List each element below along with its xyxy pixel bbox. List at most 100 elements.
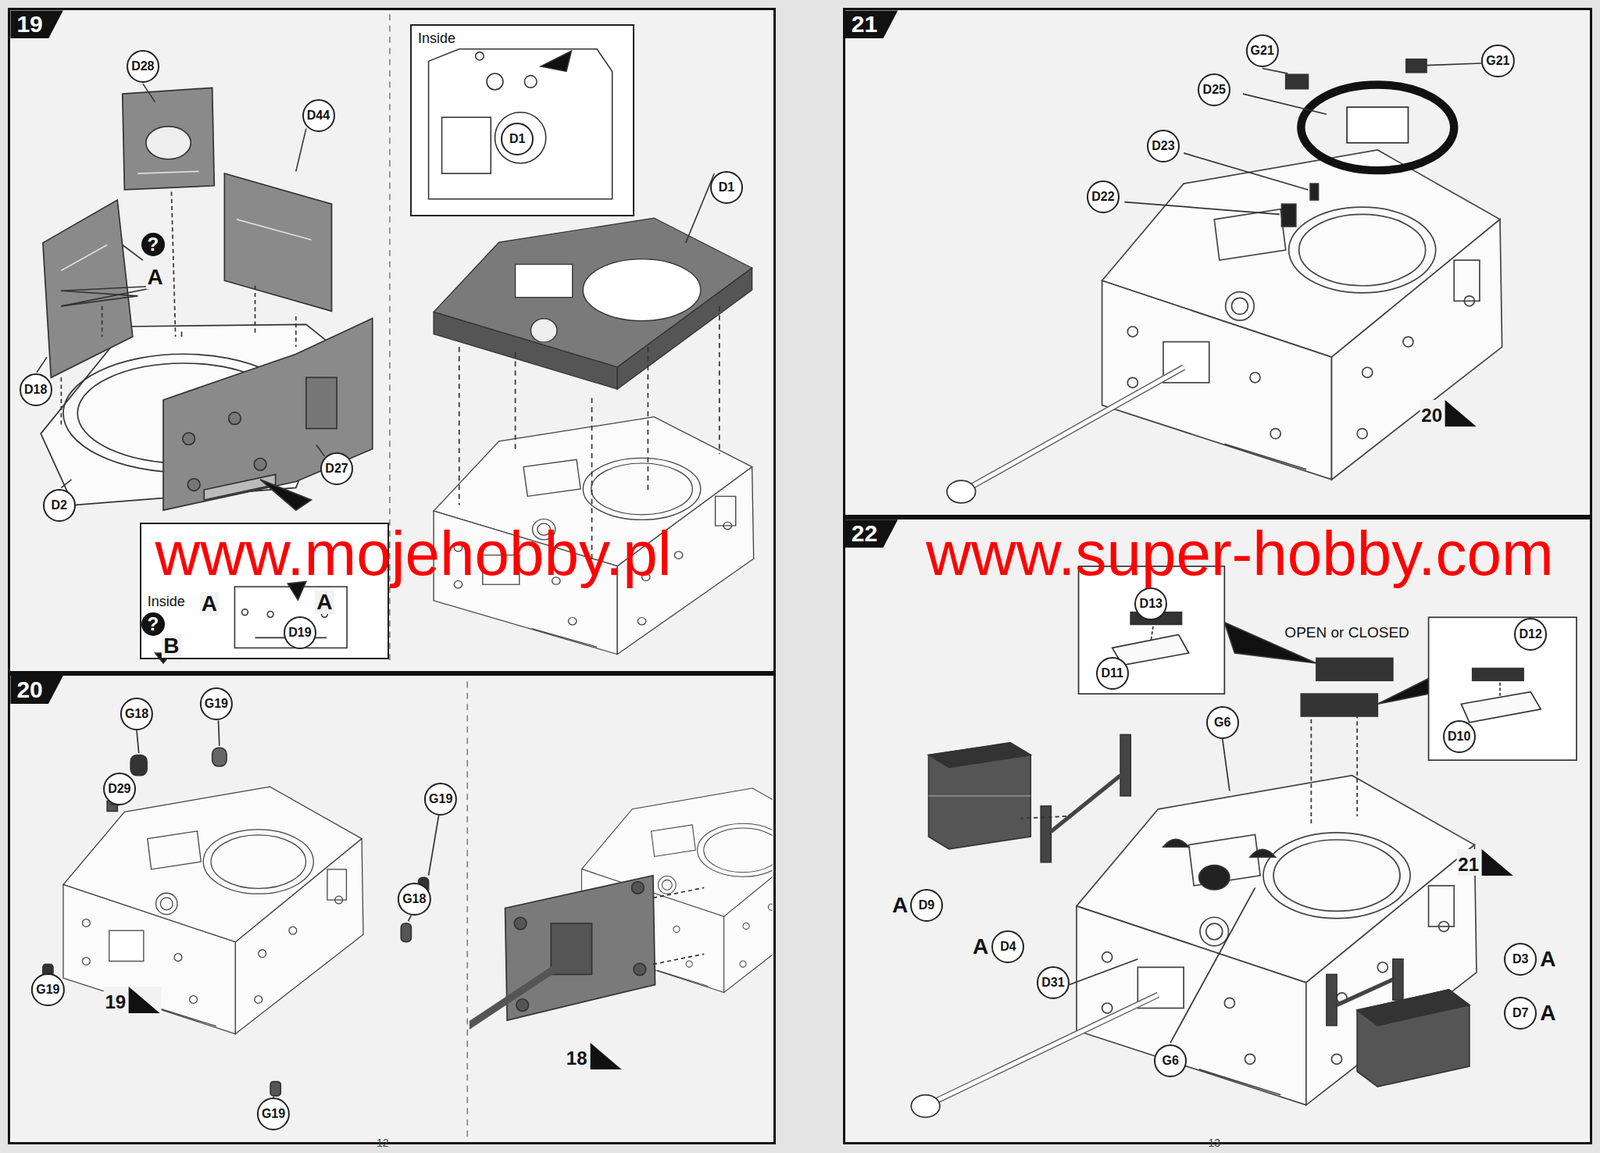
inset-title: Inside (147, 593, 186, 611)
art-shape (60, 479, 72, 488)
art-shape (433, 217, 754, 654)
art-shape (171, 192, 175, 337)
art-shape (1222, 739, 1230, 792)
art-shape (540, 50, 572, 72)
art-shape (410, 24, 635, 217)
art-shape (475, 52, 484, 61)
inset-title: Inside (417, 30, 456, 47)
art-shape (1242, 93, 1327, 115)
art-shape (306, 377, 337, 429)
callout-number: G18 (120, 697, 154, 731)
art-shape (1199, 865, 1230, 890)
art-shape (505, 875, 656, 1021)
inset-box: Inside (410, 24, 635, 217)
art-shape (1472, 668, 1524, 682)
art-shape (486, 73, 504, 90)
callout-number: D25 (1197, 73, 1231, 107)
art-shape (296, 128, 307, 172)
callout-number: G19 (200, 687, 233, 721)
callout-number: D18 (19, 373, 53, 407)
art-shape (1124, 202, 1280, 215)
art-shape (647, 346, 650, 490)
art-shape (514, 352, 517, 450)
art-shape (933, 995, 1158, 1103)
art-shape (260, 479, 311, 511)
art-shape (910, 1095, 940, 1118)
option-letter: B (161, 634, 181, 658)
art-shape (1078, 566, 1577, 761)
art-shape (928, 742, 1032, 768)
art-shape (1310, 719, 1313, 827)
step-reference: 21 (1456, 849, 1515, 876)
step-reference: 19 (103, 986, 162, 1014)
art-shape (163, 318, 373, 511)
callout-number: D12 (1514, 617, 1547, 651)
art-shape (1357, 989, 1470, 1026)
art-shape (516, 999, 529, 1012)
art-shape (633, 963, 647, 976)
watermark: www.mojehobby.pl (154, 517, 672, 590)
art-shape (428, 49, 613, 200)
art-shape (653, 887, 704, 898)
callout-number: D4 (991, 930, 1025, 964)
art-shape (910, 622, 1477, 1118)
callout-number: D19 (283, 616, 317, 650)
art-shape (1406, 59, 1427, 73)
art-shape (295, 316, 297, 347)
art-shape (42, 720, 440, 1098)
callout-number: D3 (1503, 942, 1537, 976)
art-shape (494, 112, 546, 164)
art-shape (469, 788, 773, 1084)
art-shape (212, 747, 227, 767)
art-shape (1150, 626, 1154, 641)
art-shape (1316, 657, 1393, 681)
step-number: 21 (845, 10, 898, 39)
step-panel: 20 (7, 673, 775, 1145)
art-shape (228, 412, 242, 425)
callout-number: D29 (103, 772, 136, 806)
callout-number: D28 (126, 50, 160, 83)
art-shape (142, 83, 156, 103)
callout-number: G6 (1153, 1044, 1187, 1078)
callout-number: G6 (1206, 706, 1240, 740)
art-shape (36, 83, 715, 488)
art-shape (60, 244, 108, 271)
art-shape (187, 478, 200, 492)
art-shape (1336, 979, 1393, 1006)
art-shape (442, 117, 492, 174)
step-number: 19 (10, 10, 63, 39)
art-shape (218, 720, 220, 747)
art-shape (242, 609, 249, 616)
art-shape (1377, 678, 1429, 705)
art-shape (1326, 974, 1337, 1025)
callout-number: D22 (1086, 180, 1120, 214)
page-number: 12 (376, 1136, 390, 1150)
art-shape (60, 296, 138, 307)
option-letter: A (890, 893, 910, 918)
art-shape (1460, 692, 1541, 723)
art-shape (428, 49, 613, 200)
art-shape (1428, 617, 1577, 761)
option-letter: A (971, 935, 990, 959)
art-shape (928, 795, 1032, 797)
art-shape (1300, 693, 1378, 717)
art-shape (270, 1082, 281, 1097)
art-shape (1262, 68, 1289, 75)
art-shape (60, 377, 63, 427)
step-number: 20 (10, 675, 63, 704)
art-shape (653, 953, 704, 965)
art-shape (1357, 989, 1470, 1087)
step-reference: 18 (564, 1042, 624, 1070)
art-shape (253, 457, 267, 471)
step-number: 22 (845, 519, 898, 548)
art-shape (1069, 959, 1139, 986)
art-shape (407, 915, 411, 922)
art-shape (1281, 203, 1296, 227)
art-shape (1426, 63, 1483, 66)
art-shape (428, 815, 440, 876)
callout-number: G19 (424, 782, 458, 816)
art-shape (122, 244, 143, 261)
option-letter: A (200, 592, 219, 616)
step-panel: 22 (842, 517, 1593, 1145)
art-shape (7, 7, 775, 674)
